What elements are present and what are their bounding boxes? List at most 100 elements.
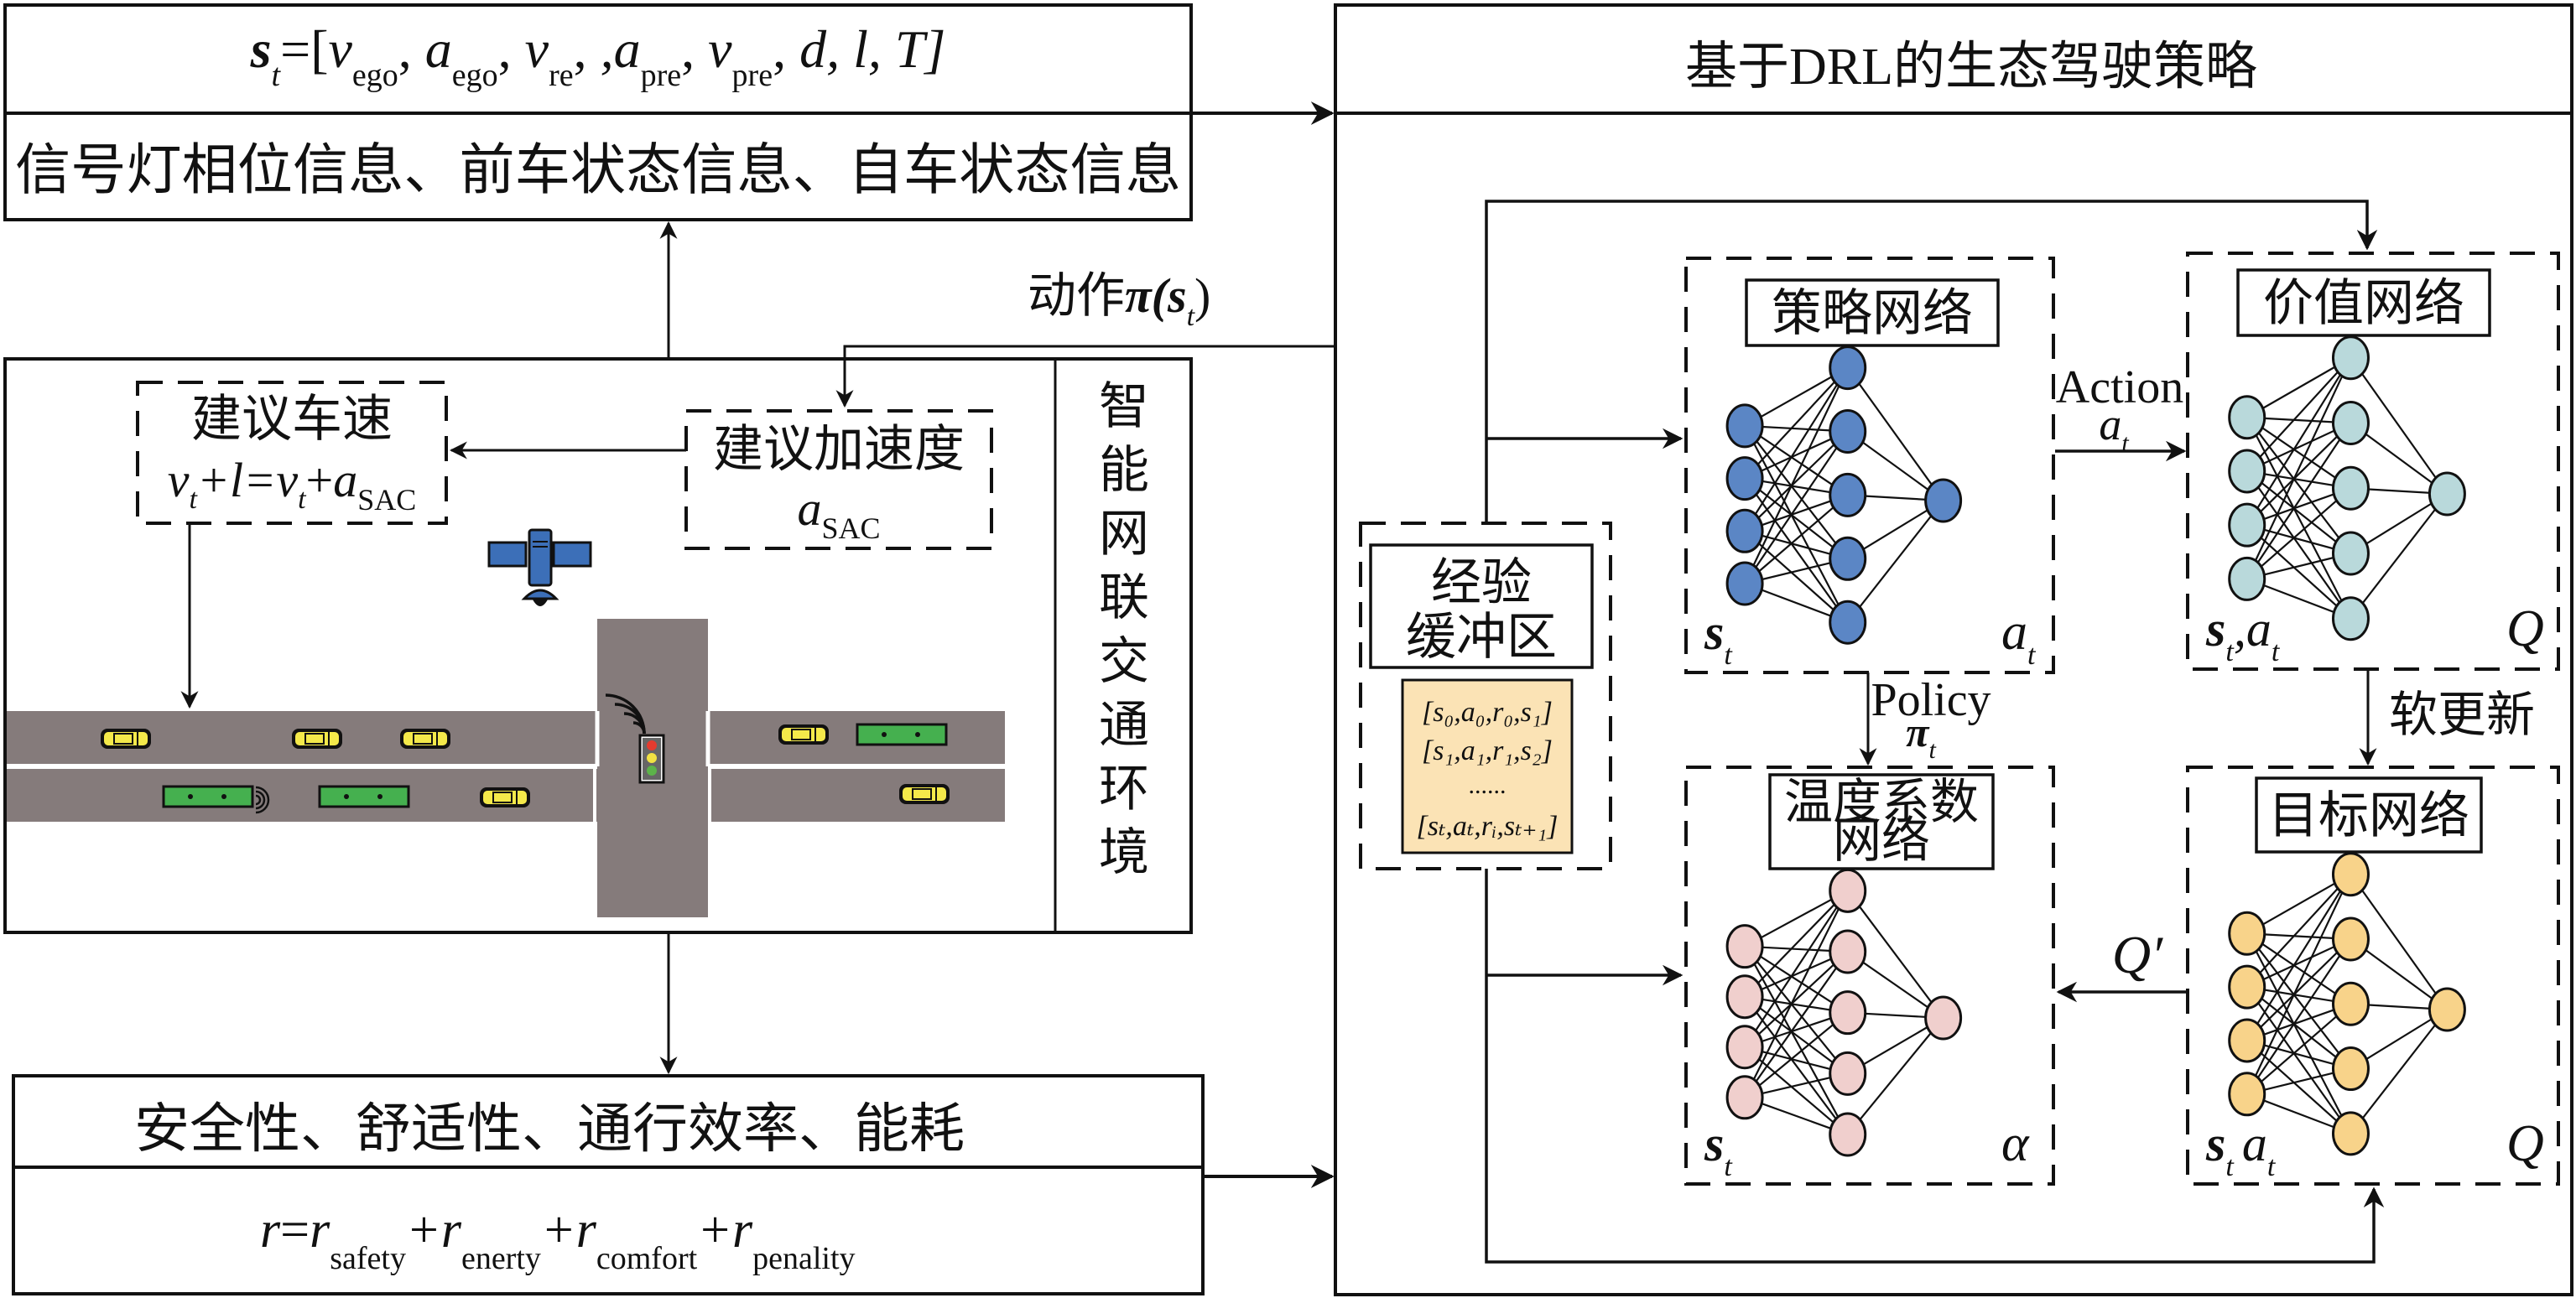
drl-box: 基于DRL的生态驾驶策略 经验 缓冲区 [s₀,a₀,r₀,s₁] [s₁,a₁… — [1334, 3, 2573, 1296]
drl-title: 基于DRL的生态驾驶策略 — [1685, 39, 2257, 96]
car-icon — [778, 724, 829, 745]
car-icon — [292, 729, 342, 749]
network-input-label: st,at — [2205, 601, 2281, 667]
action-pi-label: 动作π(st) — [1028, 268, 1210, 332]
network-node — [2228, 449, 2266, 494]
state-formula: st=[vego, aego, vre, ,apre, vpre, d, l, … — [250, 19, 946, 93]
buffer-entry: [sₜ,aₜ,rᵢ,sₜ₊₁] — [1417, 811, 1559, 842]
policy-edge-symbol: πt — [1906, 709, 1936, 764]
network-node — [2228, 1072, 2266, 1117]
q-prime-label: Q′ — [2112, 925, 2163, 984]
policy-edge-label: Policy — [1871, 674, 1991, 726]
network-node — [2331, 401, 2370, 445]
network-node — [1829, 929, 1867, 974]
network-node — [1924, 478, 1963, 523]
environment-title-char: 境 — [1099, 825, 1149, 880]
buffer-title-line1: 经验 — [1431, 555, 1532, 610]
network-node — [2331, 531, 2370, 576]
environment-title-char: 能 — [1099, 443, 1149, 498]
network-node — [1725, 974, 1764, 1020]
environment-title-char: 环 — [1099, 761, 1149, 817]
network-input-label: st — [1704, 1116, 1733, 1182]
network-node — [2331, 335, 2370, 381]
network-input-label: st — [1704, 605, 1733, 671]
environment-title-char: 通 — [1099, 698, 1149, 753]
network-node — [1829, 472, 1867, 517]
arrow-action-to-env — [835, 345, 1335, 408]
network-node — [2428, 987, 2466, 1032]
environment-title-char: 联 — [1099, 570, 1149, 626]
soft-update-label: 软更新 — [2389, 688, 2535, 742]
traffic-light-icon — [638, 734, 665, 784]
network-node — [2428, 471, 2466, 517]
network-node — [2228, 395, 2266, 440]
network-node — [2228, 556, 2266, 601]
network-title: 网络 — [1833, 813, 1930, 868]
network-node — [1725, 561, 1764, 606]
vehicles — [101, 723, 950, 814]
network-node — [1829, 1112, 1867, 1157]
network-node — [1725, 508, 1764, 553]
satellite-icon — [487, 528, 592, 606]
suggested-speed-title: 建议车速 — [191, 392, 393, 447]
network-output-label: Q — [2506, 600, 2544, 657]
network-node — [2228, 502, 2266, 548]
suggested-accel-title: 建议加速度 — [713, 422, 965, 477]
buffer-title-line2: 缓冲区 — [1406, 610, 1557, 665]
network-node — [1725, 456, 1764, 501]
network-output-label: Q — [2506, 1115, 2544, 1172]
reward-criteria: 安全性、舒适性、通行效率、能耗 — [134, 1099, 965, 1159]
replay-buffer-box — [1359, 522, 1612, 870]
network-node — [2331, 1046, 2370, 1092]
connected-vehicle-icon — [856, 723, 948, 746]
network-node — [2331, 852, 2370, 897]
network-node — [1829, 1051, 1867, 1096]
suggested-speed-box — [136, 381, 448, 525]
buffer-entry: [s₁,a₁,r₁,s₂] — [1422, 735, 1553, 766]
network-edges — [2246, 873, 2449, 1134]
environment-title-char: 智 — [1099, 379, 1149, 434]
car-icon — [480, 787, 530, 807]
environment-title-char: 网 — [1099, 506, 1149, 562]
network-title: 温度系数 — [1784, 775, 1979, 829]
network-node — [1924, 995, 1963, 1041]
car-icon — [899, 784, 950, 804]
car-icon — [101, 729, 151, 749]
network-node — [2228, 964, 2266, 1010]
arrow-buffer-to-target — [1485, 869, 2385, 1264]
network-node — [1829, 868, 1867, 913]
network-node — [1829, 409, 1867, 454]
network-title: 目标网络 — [2268, 788, 2469, 844]
network-node — [1725, 924, 1764, 969]
v2x-signal-icon — [255, 786, 270, 814]
network-node — [1725, 1025, 1764, 1070]
network-node — [2331, 981, 2370, 1026]
wireless-signal-icon — [605, 693, 646, 735]
suggested-accel-box — [684, 409, 993, 550]
network-node — [2331, 916, 2370, 962]
network-node — [1829, 600, 1867, 645]
action-edge-label: Action — [2056, 361, 2183, 413]
connected-vehicle-icon — [318, 785, 410, 808]
road-network — [7, 619, 1005, 917]
network-node — [1829, 536, 1867, 581]
network-node — [1829, 345, 1867, 391]
network-node — [1829, 990, 1867, 1036]
reward-formula: r=rsafety+renerty+rcomfort+rpenality — [260, 1202, 856, 1276]
network-output-label: at — [2001, 604, 2037, 671]
buffer-entry: ...... — [1469, 771, 1507, 799]
network-node — [2331, 465, 2370, 511]
suggested-speed-formula: vt+l=vt+aSAC — [168, 453, 417, 517]
reward-box: 安全性、舒适性、通行效率、能耗 r=rsafety+renerty+rcomfo… — [12, 1074, 1205, 1295]
connected-vehicle-icon — [162, 785, 254, 808]
state-description: 信号灯相位信息、前车状态信息、自车状态信息 — [15, 140, 1181, 201]
car-icon — [400, 729, 450, 749]
network-node — [2331, 1111, 2370, 1156]
